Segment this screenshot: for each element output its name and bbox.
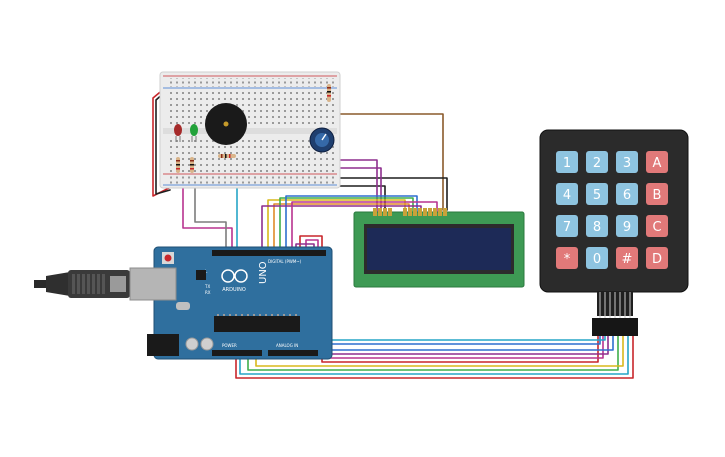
keypad-key-label: 9 [623, 220, 631, 235]
keypad-key-5[interactable]: 5 [586, 183, 608, 205]
keypad-key-8[interactable]: 8 [586, 215, 608, 237]
keypad-key-label: 8 [593, 220, 601, 235]
keypad-key-c[interactable]: C [646, 215, 668, 237]
keypad-key-cap[interactable] [586, 247, 608, 269]
rx-label: RX [205, 290, 211, 295]
keypad-key-label: 2 [593, 156, 601, 171]
wire-keypad-green[interactable] [247, 335, 619, 371]
wire-keypad-red-2[interactable] [235, 335, 634, 379]
usb-port [129, 267, 177, 301]
keypad-key-label: 3 [623, 156, 631, 171]
keypad-key-0[interactable]: 0 [586, 247, 608, 269]
wire-keypad-cyan[interactable] [239, 335, 629, 375]
digital-label: DIGITAL (PWM~) [268, 259, 302, 264]
keypad-key-label: 7 [563, 220, 571, 235]
keypad-key-label: A [653, 156, 662, 171]
tx-label: TX [204, 284, 210, 289]
lcd-screen [367, 228, 511, 270]
keypad-key-cap[interactable] [616, 183, 638, 205]
led-red[interactable] [174, 124, 182, 142]
led-label: L [205, 269, 208, 274]
keypad-key-2[interactable]: 2 [586, 151, 608, 173]
keypad-key-label: 5 [593, 188, 601, 203]
usb-cable[interactable] [34, 270, 130, 298]
keypad-keys: 1 2 3 A 4 5 6 B 7 8 9 C * 0 # D [556, 151, 668, 269]
arduino-uno[interactable]: ARDUINO UNO DIGITAL (PWM~) TX RX L POWER… [34, 246, 333, 360]
led-green[interactable] [190, 124, 198, 142]
arduino-logo-text: ARDUINO [222, 287, 246, 293]
power-header [212, 350, 262, 356]
usb-chip [196, 270, 206, 280]
keypad-key-cap[interactable] [556, 151, 578, 173]
analog-header [268, 350, 318, 356]
keypad-key-cap[interactable] [646, 151, 668, 173]
keypad-key-1[interactable]: 1 [556, 151, 578, 173]
keypad-key-cap[interactable] [556, 183, 578, 205]
capacitor-2 [200, 337, 214, 351]
keypad-key-label: 1 [563, 156, 571, 171]
keypad-key-cap[interactable] [556, 247, 578, 269]
keypad-key-label: B [653, 188, 662, 203]
keypad-key-4[interactable]: 4 [556, 183, 578, 205]
keypad-key-cap[interactable] [646, 247, 668, 269]
lcd-pin-header [373, 208, 447, 216]
resistor-led-1[interactable] [176, 157, 180, 173]
keypad-key-cap[interactable] [646, 215, 668, 237]
keypad-key-label: C [652, 220, 661, 235]
keypad-key-b[interactable]: B [646, 183, 668, 205]
wire-green-lcd[interactable] [279, 197, 414, 253]
analog-label: ANALOG IN [276, 343, 298, 348]
lcd-display[interactable] [353, 208, 525, 288]
resistor-top-right[interactable] [327, 84, 331, 102]
wire-magenta-buzzer[interactable] [182, 179, 233, 253]
keypad-key-label: 0 [593, 252, 601, 267]
keypad-key-3[interactable]: 3 [616, 151, 638, 173]
keypad-key-label: D [652, 252, 662, 267]
keypad-key-label: # [622, 252, 633, 267]
piezo-buzzer[interactable] [205, 103, 247, 145]
keypad-key-9[interactable]: 9 [616, 215, 638, 237]
reset-button-cap[interactable] [164, 254, 172, 262]
keypad-key-star[interactable]: * [556, 247, 578, 269]
keypad-key-cap[interactable] [616, 151, 638, 173]
resistor-horizontal[interactable] [218, 154, 236, 158]
capacitor-1 [185, 337, 199, 351]
keypad-key-cap[interactable] [586, 215, 608, 237]
wire-black-lcd-1[interactable] [317, 177, 448, 211]
keypad-key-hash[interactable]: # [616, 247, 638, 269]
keypad-key-label: 6 [623, 188, 631, 203]
arduino-model: UNO [258, 261, 269, 284]
breadboard[interactable] [159, 71, 341, 189]
keypad-key-cap[interactable] [616, 215, 638, 237]
keypad-key-cap[interactable] [556, 215, 578, 237]
atmega-chip [214, 316, 300, 332]
wire-grey[interactable] [194, 181, 227, 253]
digital-header [212, 250, 326, 256]
power-jack [147, 334, 179, 356]
resistor-led-2[interactable] [190, 157, 194, 173]
wire-blue-lcd[interactable] [285, 195, 418, 253]
keypad-key-cap[interactable] [586, 183, 608, 205]
wire-magenta-lcd[interactable] [291, 201, 438, 253]
arduino-logo [221, 269, 248, 283]
keypad-key-cap[interactable] [646, 183, 668, 205]
keypad-key-7[interactable]: 7 [556, 215, 578, 237]
keypad-key-a[interactable]: A [646, 151, 668, 173]
crystal [176, 302, 190, 310]
keypad-key-label: 4 [563, 188, 571, 203]
keypad-key-6[interactable]: 6 [616, 183, 638, 205]
wire-purple-lcd-1[interactable] [324, 159, 378, 213]
keypad-key-label: * [564, 252, 571, 267]
potentiometer[interactable] [309, 127, 335, 153]
power-label: POWER [222, 343, 237, 348]
keypad-key-cap[interactable] [616, 247, 638, 269]
keypad-key-cap[interactable] [586, 151, 608, 173]
keypad-key-d[interactable]: D [646, 247, 668, 269]
